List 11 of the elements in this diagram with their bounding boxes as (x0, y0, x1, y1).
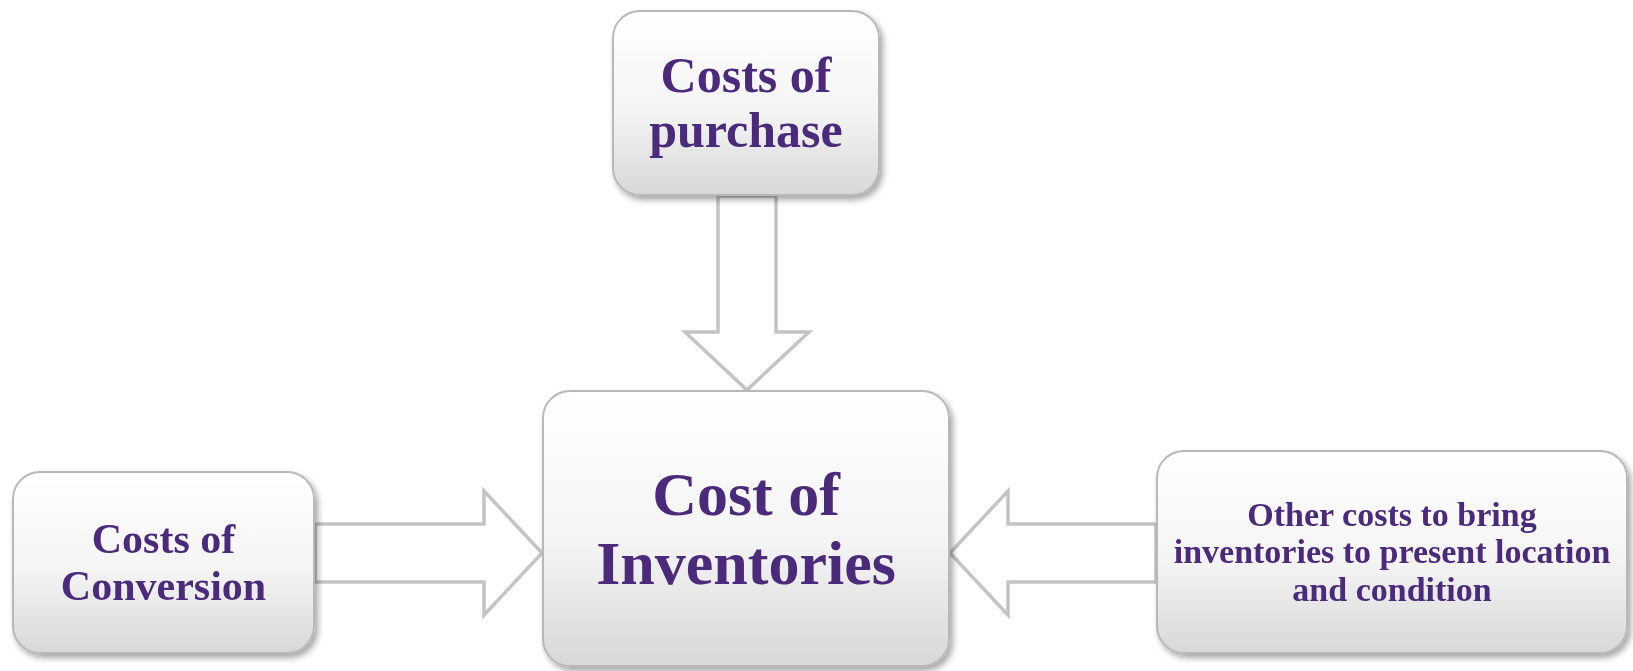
block-arrow (680, 194, 814, 393)
rounded-box (12, 471, 315, 654)
box-label: Other costs to bring inventories to present location and condition (1172, 495, 1612, 609)
rounded-box (612, 10, 880, 196)
rounded-box (542, 390, 950, 667)
box-label: Costs of purchase (648, 48, 844, 158)
block-arrow (313, 486, 545, 620)
rounded-box (1156, 450, 1628, 654)
box-label: Costs of Conversion (59, 516, 268, 609)
box-label: Cost of Inventories (595, 460, 897, 597)
block-arrow (947, 486, 1158, 620)
